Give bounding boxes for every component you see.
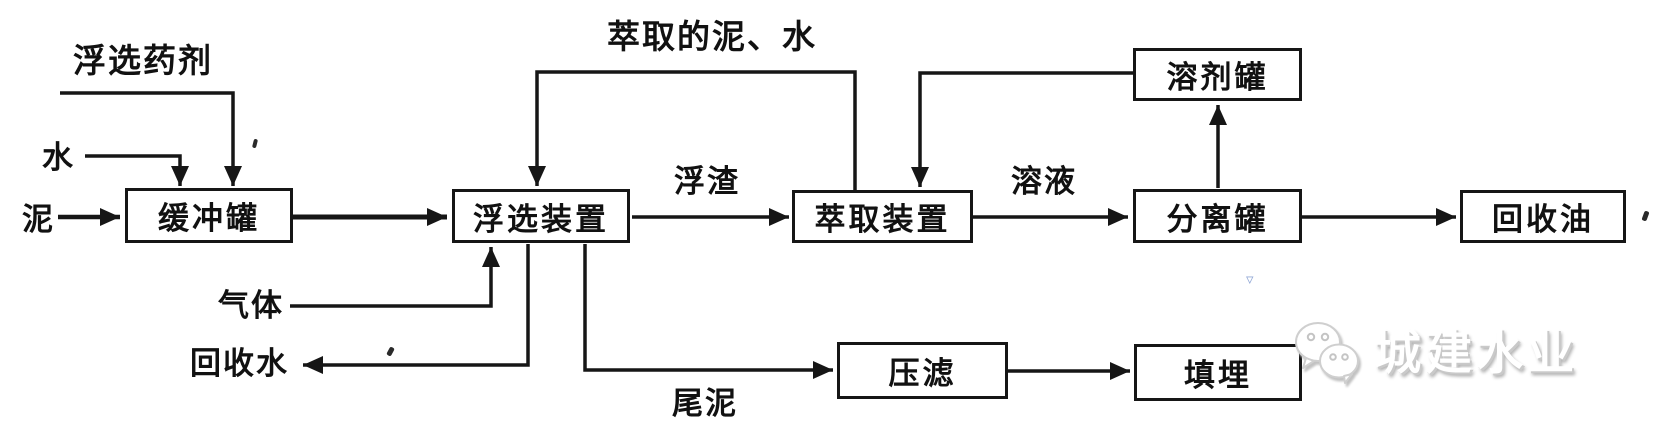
node-filter-press: 压滤	[837, 342, 1008, 399]
watermark-text: 城建水业	[1374, 325, 1578, 379]
flow-water-to-buffer	[85, 154, 189, 186]
flow-gas-to-flotation	[290, 247, 500, 308]
node-landfill: 填埋	[1134, 344, 1302, 401]
label-water: 水	[42, 140, 75, 175]
node-buffer-tank: 缓冲罐	[125, 188, 293, 243]
label-scum: 浮渣	[674, 164, 740, 199]
label-tail-mud: 尾泥	[672, 386, 738, 421]
node-recovered-oil: 回收油	[1460, 190, 1626, 243]
label-flotation-agent: 浮选药剂	[73, 42, 213, 79]
flow-agent-to-buffer	[60, 91, 242, 186]
flow-solvent-to-extraction	[911, 71, 1133, 187]
label-recovered-water: 回收水	[190, 346, 289, 381]
node-flotation-unit: 浮选装置	[452, 189, 630, 243]
label-solution: 溶液	[1011, 164, 1077, 199]
flow-extraction-recycle-to-flotation	[528, 70, 857, 191]
watermark: 城建水业	[1292, 320, 1578, 384]
wechat-icon	[1295, 322, 1359, 384]
flow-flotation-to-press	[583, 244, 833, 379]
node-solvent-tank: 溶剂罐	[1133, 48, 1302, 101]
node-extraction-unit: 萃取装置	[792, 190, 973, 243]
node-separation-tank: 分离罐	[1133, 189, 1302, 243]
label-mud: 泥	[22, 202, 55, 237]
label-extracted-mud-water: 萃取的泥、水	[607, 18, 817, 55]
label-gas: 气体	[218, 288, 284, 323]
flow-flotation-to-recovered-water	[303, 244, 530, 374]
paste-options-artifact-icon: ▿	[1246, 271, 1254, 288]
